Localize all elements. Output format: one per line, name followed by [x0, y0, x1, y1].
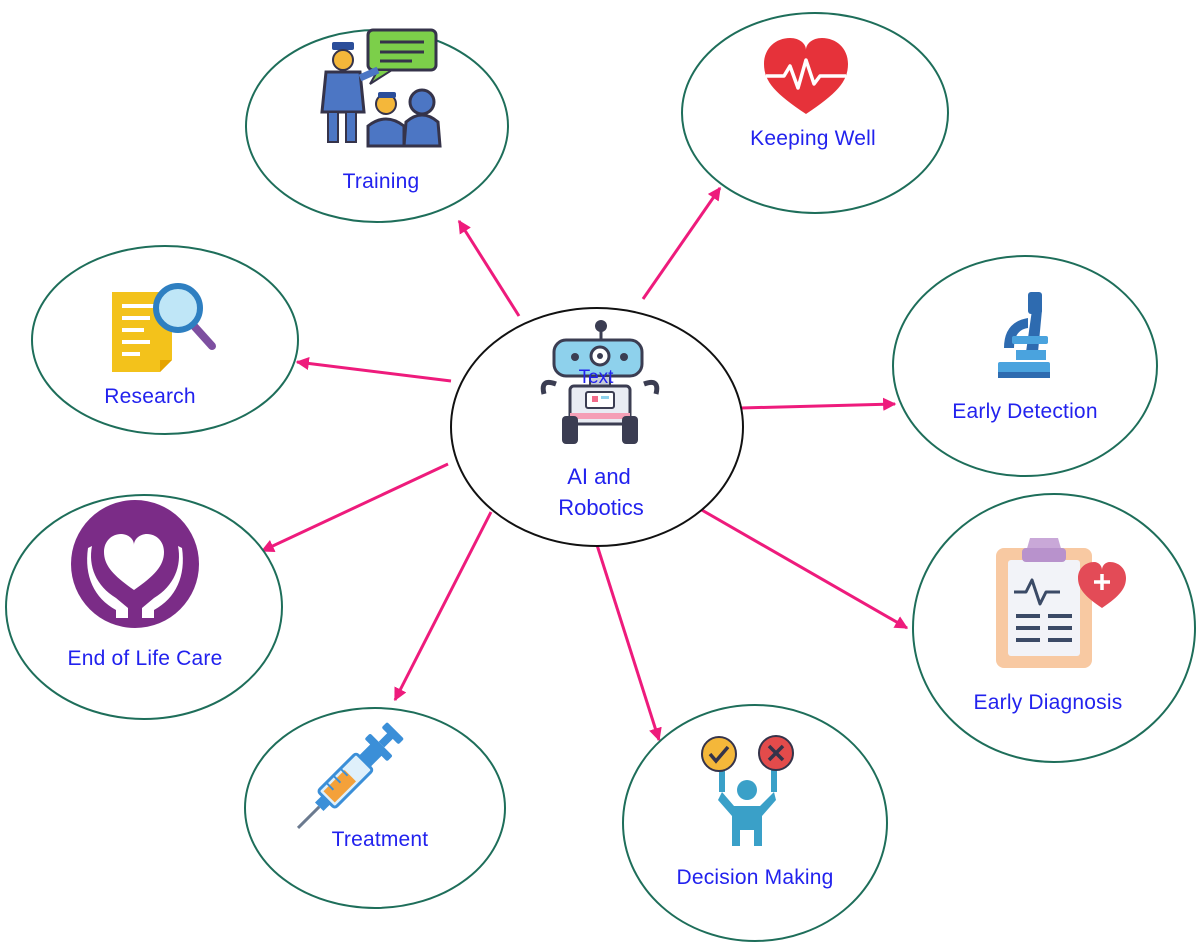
syringe-icon [296, 722, 404, 830]
node-end-of-life-care: End of Life Care [5, 494, 283, 720]
center-ellipse [450, 307, 744, 547]
node-label: Research [104, 385, 195, 408]
center-overlay-text: Text [579, 367, 615, 388]
node-early-detection: Early Detection [892, 255, 1158, 477]
center-label-line2: Robotics [558, 495, 644, 520]
node-label: Training [343, 170, 420, 193]
node-ellipse [244, 707, 506, 909]
center-node: Text AI and Robotics [450, 307, 744, 547]
node-label: Early Detection [952, 400, 1097, 423]
clipboard-health-icon [996, 538, 1126, 668]
arrow-to-early-detection [740, 397, 897, 411]
teacher-students-icon [320, 28, 442, 148]
hands-heart-icon [71, 500, 199, 628]
arrow-to-keeping-well [641, 186, 722, 300]
arrow-to-treatment [393, 511, 493, 702]
center-label-line1: AI and [567, 464, 631, 489]
arrow-to-research [295, 356, 452, 383]
node-label: Early Diagnosis [974, 691, 1123, 714]
node-treatment: Treatment [244, 707, 506, 909]
arrow-to-decision-making [595, 544, 662, 742]
document-search-icon [112, 283, 216, 372]
node-label: Keeping Well [750, 127, 876, 150]
node-label: Treatment [332, 828, 429, 851]
node-ellipse [681, 12, 949, 214]
node-early-diagnosis: Early Diagnosis [912, 493, 1196, 763]
node-research: Research [31, 245, 299, 435]
decision-signs-icon [701, 735, 794, 846]
arrow-to-end-of-life-care [260, 462, 449, 553]
node-label: End of Life Care [68, 647, 223, 670]
node-training: Training [245, 28, 509, 223]
heartbeat-icon [764, 38, 848, 114]
connectors [260, 186, 909, 742]
node-keeping-well: Keeping Well [681, 12, 949, 214]
node-decision-making: Decision Making [622, 704, 888, 942]
microscope-icon [998, 292, 1050, 378]
arrow-to-training [457, 219, 521, 317]
arrow-to-early-diagnosis [699, 507, 909, 630]
node-label: Decision Making [676, 866, 833, 889]
robot-icon [540, 320, 660, 444]
